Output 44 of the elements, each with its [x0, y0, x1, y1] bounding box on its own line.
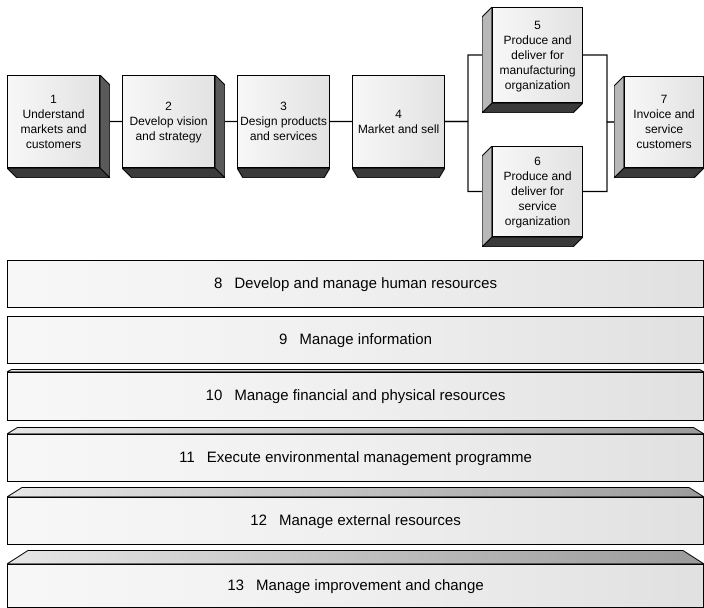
step-number: 7 — [660, 92, 668, 107]
process-block — [7, 75, 110, 178]
step-label: Develop vision and strategy — [128, 114, 209, 144]
step-number: 8 — [214, 274, 222, 294]
step-number: 9 — [279, 330, 288, 350]
connector-line — [583, 121, 614, 192]
process-band — [7, 369, 704, 421]
process-block — [482, 146, 583, 247]
process-band — [7, 427, 704, 482]
step-number: 4 — [395, 106, 402, 122]
process-band — [7, 316, 704, 364]
step-label: Manage improvement and change — [256, 576, 484, 596]
connector-line — [110, 120, 122, 122]
step-number: 6 — [534, 154, 541, 169]
process-band — [7, 487, 704, 545]
step-label: Manage financial and physical resources — [234, 386, 506, 406]
step-number: 10 — [206, 386, 222, 406]
step-number: 13 — [227, 576, 244, 596]
step-label: Invoice and service customers — [632, 107, 696, 152]
step-label: Execute environmental management programme — [206, 448, 532, 468]
step-number: 5 — [534, 18, 541, 32]
connector-line — [225, 120, 237, 122]
connector-line — [445, 120, 482, 192]
step-label: Produce and deliver for service organization — [502, 169, 573, 229]
process-block — [237, 75, 330, 178]
step-number: 1 — [50, 92, 57, 106]
process-block — [614, 76, 704, 178]
step-number: 11 — [179, 448, 195, 468]
process-block — [482, 7, 583, 113]
process-block — [122, 75, 225, 178]
process-band — [7, 550, 704, 608]
step-label: Manage information — [299, 330, 432, 350]
step-label: Market and sell — [358, 122, 440, 136]
step-label: Design products and services — [240, 114, 327, 144]
connector-line — [330, 120, 352, 122]
step-number: 2 — [165, 99, 172, 114]
step-number: 3 — [280, 99, 287, 114]
process-block — [352, 75, 445, 178]
step-label: Produce and deliver for manufacturing organization — [498, 32, 577, 92]
step-label: Manage external resources — [278, 510, 461, 531]
step-label: Understand markets and customers — [19, 106, 88, 152]
process-band — [7, 260, 704, 308]
step-label: Develop and manage human resources — [234, 274, 497, 294]
step-number: 12 — [250, 510, 267, 531]
